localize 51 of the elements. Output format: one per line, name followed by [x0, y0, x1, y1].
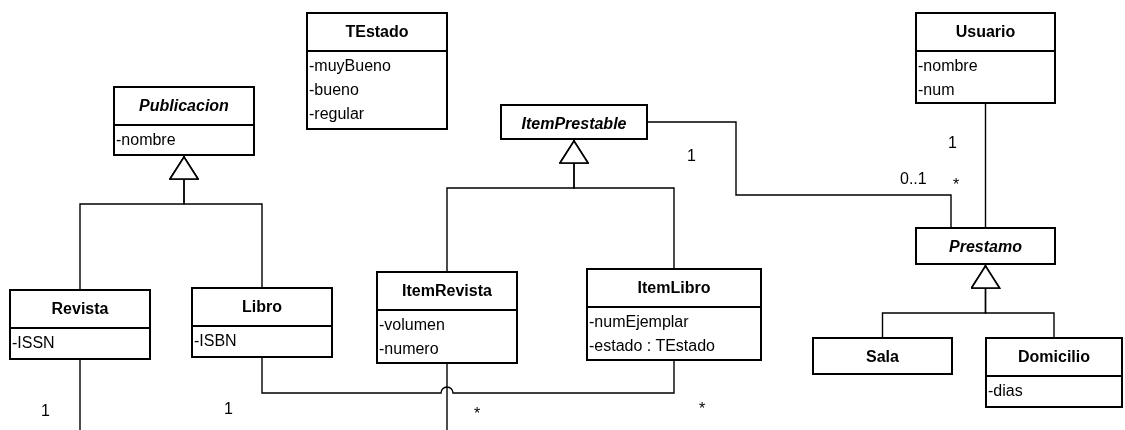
class-name: Revista [51, 300, 109, 318]
attribute-text: -numero [379, 339, 440, 359]
class-box [915, 227, 1056, 265]
multiplicity-label: * [953, 176, 960, 194]
association-line [647, 121, 952, 228]
attribute-text: -numEjemplar [589, 312, 690, 332]
class-name: ItemLibro [637, 279, 711, 297]
class-box [915, 12, 1056, 104]
attribute-text: -volumen [379, 315, 446, 335]
multiplicity-label: 0..1 [900, 170, 927, 188]
class-box [306, 12, 448, 130]
association-line [79, 359, 81, 430]
multiplicity-label: 1 [224, 400, 233, 418]
class-name: Sala [866, 348, 899, 366]
generalization-arrow [970, 264, 1055, 338]
class-box [812, 337, 953, 375]
class-name: Publicacion [139, 97, 229, 115]
class-name: TEstado [345, 23, 409, 41]
class-box [113, 86, 255, 156]
generalization-arrow [559, 139, 675, 269]
class-name: Usuario [955, 23, 1016, 41]
class-name: ItemPrestable [521, 115, 627, 133]
attribute-text: -estado : TEstado [589, 336, 716, 356]
multiplicity-label: * [699, 400, 706, 418]
class-name: ItemRevista [402, 282, 492, 300]
class-box [586, 268, 762, 361]
class-box [376, 271, 518, 364]
attribute-text: -regular [309, 104, 366, 124]
attribute-text: -ISSN [12, 333, 56, 353]
association-line [446, 363, 448, 430]
generalization-arrow [169, 155, 263, 288]
attribute-text: -num [918, 80, 956, 100]
attribute-text: -dias [988, 381, 1024, 401]
class-name: Domicilio [1018, 348, 1090, 366]
attribute-text: -bueno [309, 80, 360, 100]
association-line [261, 357, 675, 394]
association-line [984, 103, 987, 228]
class-box [9, 289, 151, 360]
multiplicity-label: 1 [41, 402, 50, 420]
class-box [985, 337, 1123, 408]
multiplicity-label: * [474, 405, 481, 423]
attribute-text: -nombre [116, 130, 177, 150]
class-name: Prestamo [949, 238, 1022, 256]
attribute-text: -ISBN [194, 331, 238, 351]
class-name: Libro [242, 298, 282, 316]
class-box [191, 287, 333, 358]
attribute-text: -muyBueno [309, 56, 392, 76]
multiplicity-label: 1 [948, 134, 957, 152]
class-box [500, 104, 648, 140]
attribute-text: -nombre [918, 56, 979, 76]
multiplicity-label: 1 [687, 147, 696, 165]
